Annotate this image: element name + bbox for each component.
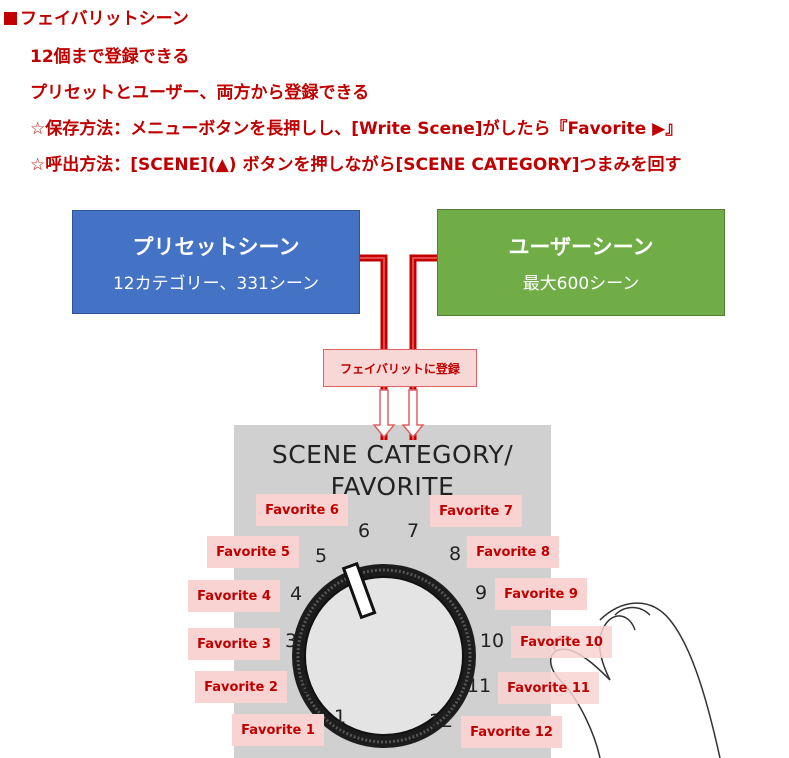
dial-number-4: 4 — [289, 583, 303, 605]
favorite-label-9: Favorite 9 — [495, 578, 587, 610]
dial-number-9: 9 — [474, 582, 488, 604]
favorite-label-5: Favorite 5 — [207, 536, 299, 568]
down-arrow-left — [372, 389, 396, 439]
scene-category-knob — [292, 561, 476, 748]
dial-number-7: 7 — [406, 520, 420, 542]
dial-number-6: 6 — [357, 520, 371, 542]
dial-number-1: 1 — [333, 706, 347, 728]
preset-scene-subtitle: 12カテゴリー、331シーン — [112, 273, 320, 294]
panel-title-line1: SCENE CATEGORY/ — [271, 440, 514, 469]
info-line-save: ☆保存方法：メニューボタンを長押しし、[Write Scene]がしたら『Fav… — [30, 119, 683, 139]
preset-scene-title: プリセットシーン — [132, 234, 300, 259]
dial-number-12: 12 — [428, 710, 454, 732]
user-scene-box: ユーザーシーン 最大600シーン — [437, 209, 725, 316]
dial-number-3: 3 — [284, 630, 298, 652]
favorite-label-1: Favorite 1 — [232, 714, 324, 746]
favorite-label-6: Favorite 6 — [256, 494, 348, 526]
favorite-label-8: Favorite 8 — [467, 536, 559, 568]
favorite-label-12: Favorite 12 — [461, 716, 562, 748]
register-favorite-badge: フェイバリットに登録 — [323, 349, 477, 387]
section-title-text: フェイバリットシーン — [20, 9, 189, 29]
favorite-label-4: Favorite 4 — [188, 580, 280, 612]
favorite-label-10: Favorite 10 — [511, 626, 612, 658]
dial-number-5: 5 — [314, 545, 328, 567]
dial-number-10: 10 — [479, 630, 505, 652]
preset-scene-box: プリセットシーン 12カテゴリー、331シーン — [72, 210, 360, 314]
info-line-recall: ☆呼出方法：[SCENE](▲) ボタンを押しながら[SCENE CATEGOR… — [30, 155, 682, 175]
section-title: フェイバリットシーン — [4, 4, 189, 29]
user-scene-title: ユーザーシーン — [508, 235, 654, 259]
info-line-2: プリセットとユーザー、両方から登録できる — [30, 83, 370, 103]
favorite-label-2: Favorite 2 — [195, 671, 287, 703]
user-scene-subtitle: 最大600シーン — [522, 274, 640, 294]
dial-number-11: 11 — [466, 675, 492, 697]
favorite-label-11: Favorite 11 — [498, 672, 599, 704]
info-line-1: 12個まで登録できる — [30, 47, 190, 67]
favorite-label-7: Favorite 7 — [430, 495, 522, 527]
dial-number-8: 8 — [448, 543, 462, 565]
square-bullet-icon — [4, 12, 17, 25]
down-arrow-right — [401, 389, 425, 439]
favorite-label-3: Favorite 3 — [188, 628, 280, 660]
hand-icon — [550, 602, 721, 758]
dial-number-2: 2 — [297, 675, 311, 697]
